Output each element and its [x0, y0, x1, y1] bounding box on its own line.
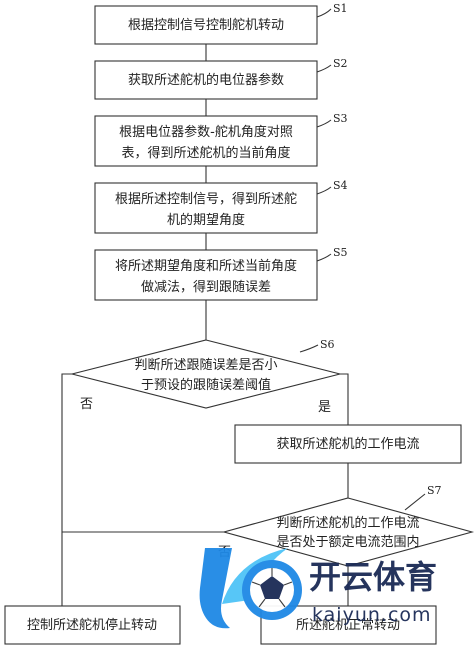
decision-s6: 判断所述跟随误差是否小 于预设的跟随误差阈值 S6: [71, 338, 341, 409]
step-stop-text: 控制所述舵机停止转动: [27, 617, 157, 633]
step-get-current-box: [234, 424, 462, 464]
step-s3-box: [94, 115, 318, 167]
step-s5-label: S5: [333, 246, 348, 259]
step-normal-box: [260, 605, 437, 645]
step-s3-text-line2: 表，得到所述舵机的当前角度: [121, 145, 290, 161]
step-s4-text-line2: 机的期望角度: [167, 212, 245, 228]
watermark-url: kaiyun.com: [312, 604, 432, 626]
step-s3-label: S3: [333, 112, 348, 125]
decision-s6-text-line2: 于预设的跟随误差阈值: [141, 377, 271, 393]
decision-s7-text-line1: 判断所述舵机的工作电流: [276, 515, 419, 531]
step-get-current: 获取所述舵机的工作电流: [234, 424, 462, 464]
step-s3-text-line1: 根据电位器参数-舵机角度对照: [119, 124, 293, 140]
step-s2-box: [94, 60, 318, 100]
step-s2: 获取所述舵机的电位器参数 S2: [94, 57, 348, 100]
step-s5-text-line1: 将所述期望角度和所述当前角度: [115, 258, 297, 274]
watermark-ball-pentagon: [260, 576, 284, 599]
step-s5-text-line2: 做减法，得到跟随误差: [141, 279, 271, 295]
step-stop-box: [4, 605, 181, 645]
decision-s7-leader: [404, 493, 426, 511]
decision-s7-text-line2: 是否处于额定电流范围内: [276, 534, 419, 550]
decision-s6-text-line1: 判断所述跟随误差是否小: [134, 358, 277, 373]
step-get-current-text: 获取所述舵机的工作电流: [276, 436, 419, 452]
branch-s6-no-line: [61, 373, 72, 606]
step-s5-leader: [316, 253, 332, 262]
step-s1-leader: [316, 8, 332, 18]
step-stop: 控制所述舵机停止转动: [4, 605, 181, 645]
step-s2-label: S2: [333, 57, 348, 70]
step-s1-label: S1: [333, 2, 348, 15]
step-normal-text: 所述舵机正常转动: [296, 618, 400, 633]
watermark: 开云体育 kaiyun.com: [199, 548, 437, 629]
step-s5: 将所述期望角度和所述当前角度 做减法，得到跟随误差 S5: [94, 246, 348, 301]
step-s4-text-line1: 根据所述控制信号，得到所述舵: [115, 191, 297, 207]
step-s2-text: 获取所述舵机的电位器参数: [128, 72, 284, 88]
watermark-k-icon: [199, 548, 232, 629]
step-s1-box: [94, 5, 318, 45]
watermark-ball-seams: [251, 568, 293, 608]
watermark-brand: 开云体育: [309, 558, 437, 596]
step-s3-leader: [316, 119, 332, 128]
decision-s7-diamond: [221, 497, 475, 567]
decision-s7-label: S7: [427, 484, 442, 497]
step-s1-text: 根据控制信号控制舵机转动: [128, 18, 284, 33]
decision-s6-diamond: [71, 339, 341, 409]
step-s1: 根据控制信号控制舵机转动 S1: [94, 2, 348, 45]
step-s4-leader: [316, 186, 332, 195]
step-normal: 所述舵机正常转动: [260, 605, 437, 645]
decision-s6-leader: [299, 344, 319, 353]
step-s2-leader: [316, 64, 332, 73]
step-s3: 根据电位器参数-舵机角度对照 表，得到所述舵机的当前角度 S3: [94, 112, 348, 167]
decision-s6-label: S6: [320, 338, 335, 351]
step-s4: 根据所述控制信号，得到所述舵 机的期望角度 S4: [94, 179, 348, 234]
step-s5-box: [94, 249, 318, 301]
branch-s6-yes-label: 是: [318, 400, 331, 415]
branch-s6-yes-line: [340, 373, 349, 425]
step-s4-label: S4: [333, 179, 348, 192]
branch-s6-no-label: 否: [80, 397, 93, 412]
